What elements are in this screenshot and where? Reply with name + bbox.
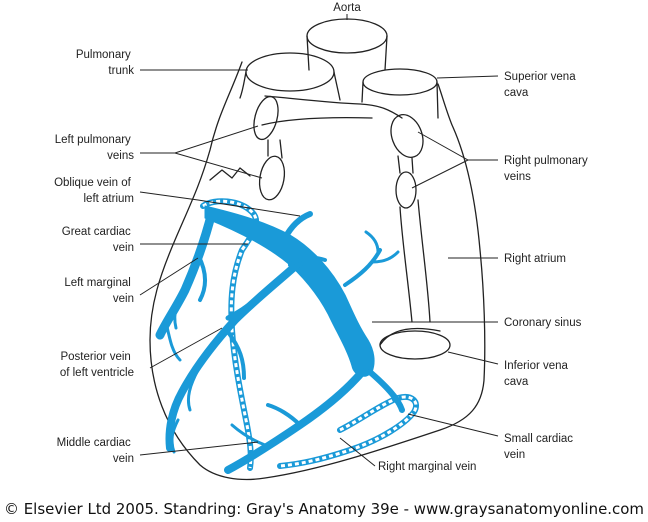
right-pulmonary-vein-lower <box>395 171 417 209</box>
label-oblique-vein: Oblique vein of left atrium <box>54 177 134 205</box>
label-left-marginal-vein: Left marginal vein <box>64 277 134 305</box>
label-superior-vena-cava: Superior vena cava <box>504 71 579 99</box>
label-right-atrium: Right atrium <box>504 253 566 265</box>
label-great-cardiac-vein: Great cardiac vein <box>62 226 134 254</box>
label-aorta: Aorta <box>333 2 361 14</box>
label-coronary-sinus: Coronary sinus <box>504 317 582 329</box>
label-inferior-vena-cava: Inferior vena cava <box>504 360 571 388</box>
label-pulmonary-trunk: Pulmonary trunk <box>76 49 134 77</box>
labels: Aorta Pulmonary trunk Superior vena cava… <box>54 2 591 473</box>
pulmonary-trunk-vessel <box>239 52 341 101</box>
label-middle-cardiac-vein: Middle cardiac vein <box>57 437 134 465</box>
label-small-cardiac-vein: Small cardiac vein <box>504 433 576 461</box>
label-left-pulmonary-veins: Left pulmonary veins <box>55 134 135 162</box>
aorta-vessel <box>306 18 388 71</box>
dashed-small-cardiac-course <box>277 394 419 469</box>
superior-vena-cava-vessel <box>361 68 439 119</box>
label-right-pulmonary-veins: Right pulmonary veins <box>504 155 591 183</box>
copyright-credit: © Elsevier Ltd 2005. Standring: Gray's A… <box>4 500 644 518</box>
oblique-vein <box>282 211 313 241</box>
leader-lines <box>139 14 499 467</box>
left-pulmonary-vein-lower <box>258 155 286 201</box>
left-pulmonary-vein-upper <box>253 95 279 141</box>
small-cardiac-vein <box>367 369 405 413</box>
posterior-vein-left-ventricle <box>165 258 304 452</box>
label-right-marginal-vein: Right marginal vein <box>378 461 476 473</box>
heart-outline <box>149 18 486 481</box>
right-pulmonary-vein-upper <box>390 114 424 158</box>
cardiac-veins <box>155 198 419 474</box>
label-posterior-vein: Posterior vein of left ventricle <box>60 351 134 379</box>
